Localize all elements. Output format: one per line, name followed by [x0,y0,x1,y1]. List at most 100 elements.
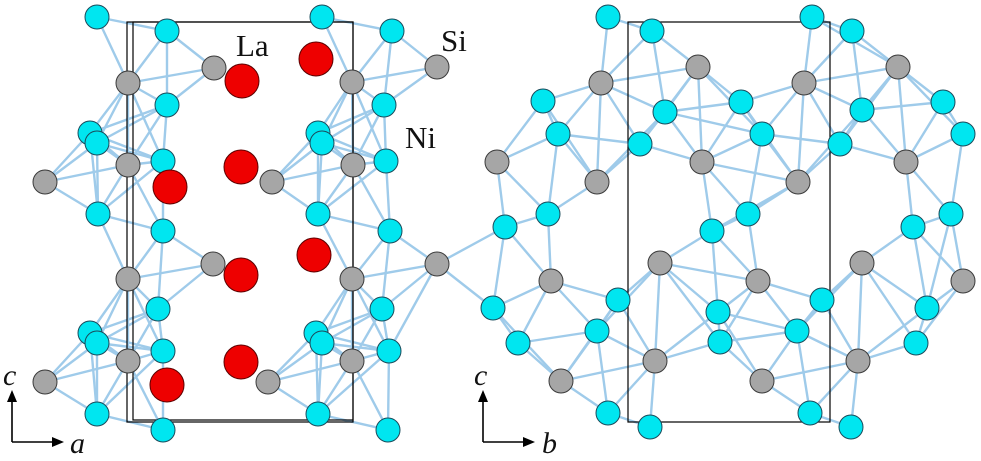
ni-atom-4 [154,92,180,118]
ni-atom-33 [652,99,678,125]
bond-65 [351,163,392,233]
bond-262 [350,262,439,281]
ni-atom-16 [145,296,171,322]
si-atom-7 [259,169,285,195]
si-atom-31 [548,368,574,394]
bond-272 [700,160,800,184]
axis-b-arrow [523,437,535,447]
ni-atom-47 [938,201,964,227]
ni-atom-36 [930,89,956,115]
la-atom-4 [223,257,259,293]
ni-atom-32 [530,88,556,114]
unit-cell-outline-1 [126,21,354,423]
axis-c-arrow-right [478,390,488,402]
si-atom-26 [745,268,771,294]
bond-64 [380,229,392,311]
ni-atom-1 [154,18,180,44]
si-atom-9 [200,251,226,277]
bond-175 [896,65,965,136]
la-atom-1 [298,41,334,77]
ni-atom-52 [914,295,940,321]
bond-267 [595,81,603,184]
ni-atom-51 [809,287,835,313]
si-atom-10 [339,266,365,292]
bond-118 [350,359,390,432]
ni-atom-18 [84,330,110,356]
bond-29 [126,81,165,163]
ni-atom-23 [376,338,402,364]
bond-48 [316,159,388,216]
bond-264 [43,359,130,384]
bond-136 [663,110,764,136]
ni-atom-22 [309,330,335,356]
axis-indicator-right: c b [474,359,557,460]
bond-224 [856,306,929,363]
bond-216 [716,310,764,383]
bond-233 [718,329,799,344]
si-atom-14 [339,348,365,374]
atoms [32,4,976,443]
ni-atom-25 [150,417,176,443]
ni-atom-58 [595,400,621,426]
si-atom-27 [849,250,875,276]
bond-133 [495,99,545,164]
bond-132 [541,99,599,184]
ni-atom-50 [705,299,731,325]
bond-121 [650,29,667,114]
axis-label-a: a [70,427,85,460]
bond-265 [266,359,354,384]
ni-atom-31 [839,18,865,44]
ni-atom-15 [377,218,403,244]
si-atom-13 [32,369,58,395]
unit-cells [126,21,831,423]
bond-244 [914,279,965,345]
bond-271 [896,65,908,164]
bond-259 [270,163,355,184]
ni-atom-46 [900,214,926,240]
ni-atom-26 [305,401,331,427]
bond-274 [653,261,662,363]
bond-215 [653,310,720,363]
bond-266 [599,65,700,85]
ni-atom-61 [838,414,864,440]
bond-269 [802,65,900,85]
bond-87 [126,277,165,353]
bond-107 [386,349,391,432]
bond-127 [850,29,864,112]
bond-156 [546,132,560,216]
ni-atom-40 [827,131,853,157]
bond-258 [43,163,130,184]
ni-atom-20 [369,296,395,322]
bond-256 [350,65,439,84]
axis-label-b: b [542,427,557,460]
ni-atom-6 [84,130,110,156]
bond-277 [760,359,860,383]
bond-27 [96,159,165,216]
ni-atom-11 [373,148,399,174]
ni-atom-0 [84,4,110,30]
ni-atom-28 [595,4,621,30]
ni-atom-49 [605,287,631,313]
bond-270 [796,81,806,184]
ni-atom-10 [309,130,335,156]
bond-146 [860,100,945,112]
ni-atom-35 [849,97,875,123]
bond-234 [658,261,722,344]
ni-atom-54 [584,318,610,344]
si-atom-4 [115,152,141,178]
si-atom-0 [115,70,141,96]
bond-178 [491,225,507,310]
si-atom-17 [685,54,711,80]
bond-85 [95,349,165,416]
bond-195 [911,225,929,310]
ni-atom-19 [150,338,176,364]
bond-56 [156,229,165,311]
ni-atom-27 [375,417,401,443]
axis-label-c-right: c [474,359,487,392]
bond-179 [435,225,507,266]
ni-atom-3 [379,18,405,44]
label-si: Si [441,23,467,58]
bond-50 [350,80,388,163]
axis-label-c-left: c [3,359,16,392]
